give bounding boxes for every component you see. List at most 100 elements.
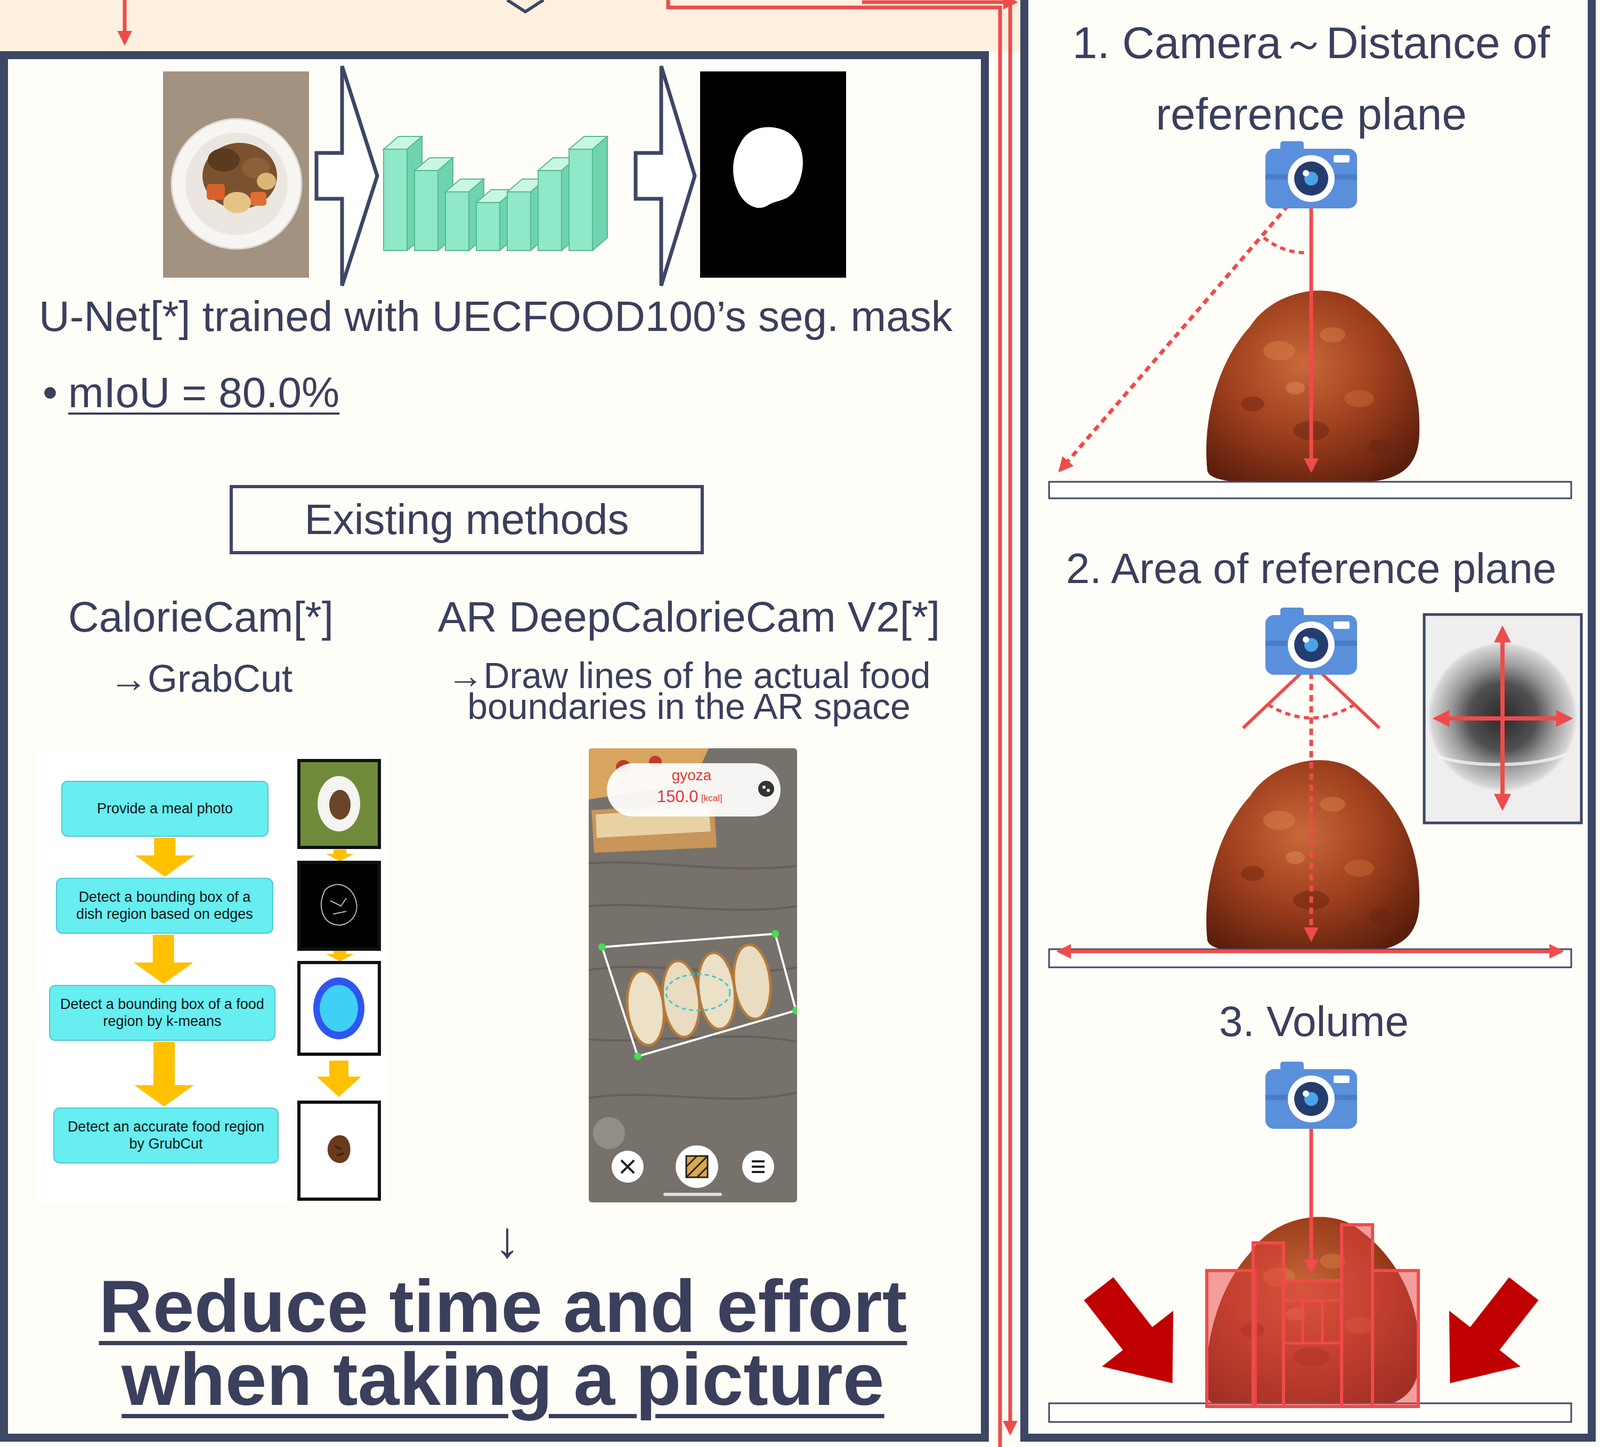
- metric-text: mIoU = 80.0%: [68, 367, 340, 419]
- illustration-part: [1372, 1270, 1419, 1407]
- section-1-figure: [1049, 141, 1572, 499]
- illustration-part: [569, 149, 593, 251]
- illustration-part: [1341, 1224, 1373, 1407]
- illustration-part: [206, 183, 225, 200]
- illustration-part: [742, 1150, 775, 1183]
- illustration-part: [675, 1144, 719, 1188]
- illustration-part: [694, 950, 739, 1031]
- flow-step: Provide a meal photo: [61, 780, 269, 837]
- box-label: Existing methods: [304, 493, 629, 546]
- down-arrow-glyph: ↓: [453, 1208, 561, 1270]
- illustration-part: [602, 933, 797, 1057]
- illustration-part: [256, 172, 276, 190]
- illustration-part: [1265, 1061, 1358, 1129]
- illustration-part: [621, 1159, 635, 1173]
- method-box: Existing methods: [229, 484, 704, 555]
- illustration-part: [569, 136, 608, 251]
- flow-chevron: [507, 0, 544, 12]
- illustration-part: [1060, 205, 1289, 470]
- menu-icon-dot: [762, 785, 766, 789]
- conclusion-text: Reduce time and effort when taking a pic…: [50, 1269, 956, 1416]
- illustration-part: [1424, 614, 1582, 823]
- illustration-part: [1049, 948, 1572, 968]
- calorie-value: 150.0: [656, 786, 699, 807]
- illustration-part: [1283, 1280, 1342, 1407]
- illustration-part: [319, 984, 359, 1032]
- illustration-part: [538, 170, 562, 251]
- outline-arrow: [635, 66, 695, 286]
- illustration-part: [383, 149, 408, 251]
- illustration-part: [316, 1060, 362, 1097]
- illustration-part: [666, 973, 730, 1011]
- illustration-part: [326, 950, 354, 962]
- right-panel: 1. Camera～Distance of reference plane 2. …: [1020, 0, 1596, 1442]
- illustration-part: [792, 1006, 798, 1014]
- method-note: →GrabCut: [14, 655, 388, 702]
- step-heading: 2. Area of reference plane: [1036, 542, 1586, 595]
- illustration-part: [751, 1160, 765, 1172]
- illustration-part: [592, 136, 608, 251]
- illustration-part: [1253, 1242, 1284, 1407]
- flow-arrow: [1008, 2, 1013, 1433]
- illustration-part: [588, 748, 798, 1202]
- illustration-part: [163, 71, 310, 278]
- illustration-part: [326, 849, 354, 862]
- illustration-part: [313, 977, 365, 1039]
- menu-icon: [755, 777, 777, 800]
- flow-line: [668, 0, 1001, 1447]
- menu-icon-dot: [766, 788, 770, 792]
- illustration-part: [185, 132, 288, 235]
- calorie-unit: [kcal]: [701, 792, 723, 804]
- flow-arrow: [123, 0, 127, 43]
- step-heading: 3. Volume: [1154, 995, 1474, 1047]
- illustration-part: [686, 1155, 708, 1177]
- illustration-part: [1435, 716, 1570, 721]
- illustration-part: [1059, 949, 1562, 954]
- illustration-part: [622, 942, 776, 1047]
- illustration-part: [207, 148, 240, 172]
- illustration-part: [1309, 1118, 1314, 1271]
- flow-arrow: [134, 1041, 194, 1107]
- segmentation-mask: [700, 71, 847, 278]
- illustration-part: [507, 191, 531, 251]
- illustration-part: [250, 191, 267, 206]
- ar-screenshot: [588, 748, 798, 1202]
- flow-step: Detect a bounding box of a dish region b…: [55, 877, 274, 934]
- illustration-part: [1049, 481, 1572, 499]
- illustration-part: [588, 862, 798, 1099]
- illustration-part: [593, 1116, 625, 1149]
- illustration-part: [1265, 607, 1358, 675]
- illustration-part: [414, 170, 438, 251]
- illustration-part: [771, 929, 779, 938]
- flow-step: Detect a bounding box of a food region b…: [49, 984, 276, 1041]
- method-name: CalorieCam[*]: [14, 591, 388, 643]
- illustration-part: [733, 127, 803, 208]
- illustration-part: [1265, 141, 1358, 209]
- illustration-part: [1062, 1260, 1208, 1411]
- step-heading: 1. Camera～Distance of reference plane: [1044, 6, 1578, 151]
- bullet: •: [42, 367, 58, 419]
- left-panel: U-Net[*] trained with UECFOOD100’s seg. …: [0, 51, 989, 1442]
- illustration-part: [171, 118, 302, 249]
- illustration-part: [611, 1150, 644, 1183]
- illustration-part: [598, 943, 606, 951]
- flow-arrow: [134, 837, 195, 877]
- illustration-part: [329, 789, 351, 820]
- illustration-part: [334, 1145, 345, 1156]
- menu-icon-disc: [758, 780, 775, 797]
- illustration-part: [223, 191, 251, 214]
- food-photo: [163, 71, 310, 278]
- illustration-part: [1206, 1270, 1256, 1407]
- step-text: Provide a meal photo: [96, 800, 233, 817]
- illustration-part: [659, 958, 704, 1039]
- illustration-part: [1309, 202, 1314, 470]
- illustration-part: [327, 1134, 351, 1163]
- flow-arrow: [862, 0, 1015, 5]
- flow-step: Detect an accurate food region by GrubCu…: [53, 1107, 279, 1164]
- method-note: →Draw lines of he actual food boundaries…: [419, 660, 958, 722]
- illustration-part: [163, 71, 310, 278]
- illustration-part: [321, 884, 357, 925]
